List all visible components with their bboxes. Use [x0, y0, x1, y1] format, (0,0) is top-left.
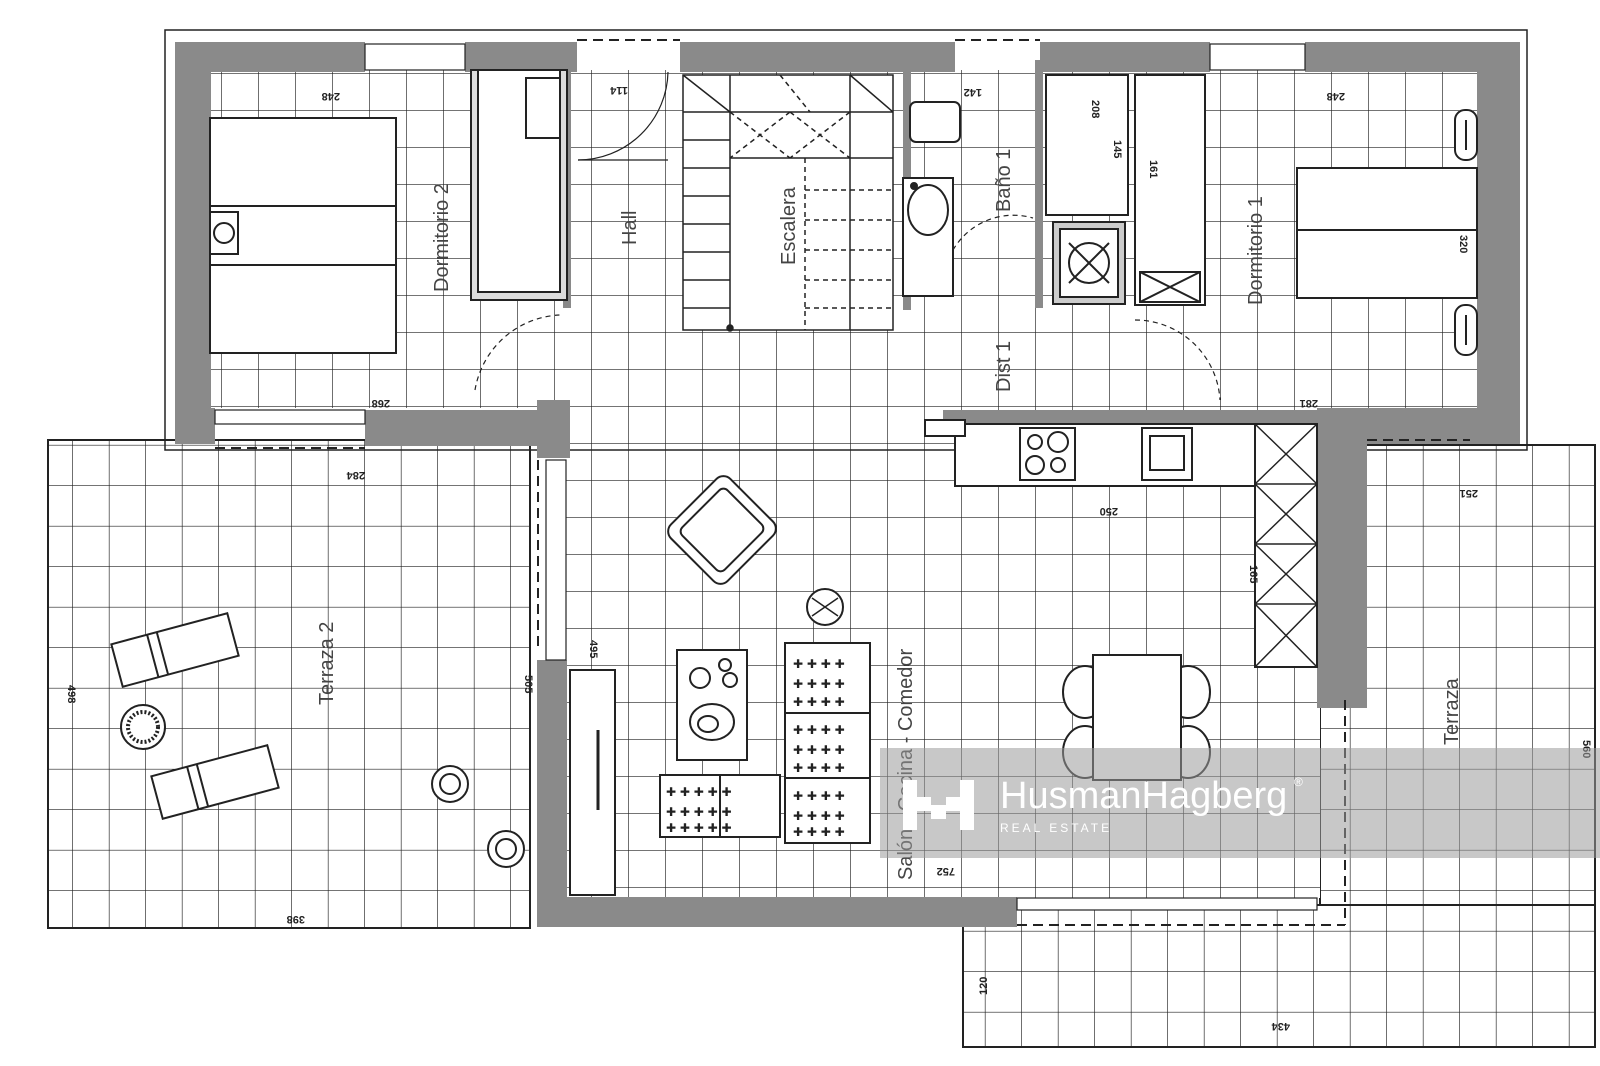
sunbed-1: [110, 611, 240, 689]
dim-salon-bottom: 752: [937, 865, 955, 877]
dist-1-fixtures: [1045, 74, 1221, 401]
dim-v320: 320: [1457, 235, 1469, 253]
toilet: [909, 101, 961, 143]
dim-front-bottom: 434: [1271, 1020, 1290, 1032]
svg-text:✚ ✚ ✚ ✚: ✚ ✚ ✚ ✚: [793, 695, 845, 709]
label-terraza: Terraza: [1441, 677, 1463, 745]
kitchen-tall-unit: [1254, 423, 1318, 668]
dim-v165: 165: [1247, 565, 1259, 583]
dim-v161: 161: [1147, 160, 1159, 178]
svg-text:✚ ✚ ✚ ✚: ✚ ✚ ✚ ✚: [793, 677, 845, 691]
watermark-registered: ®: [1294, 775, 1303, 789]
dim-v498: 498: [65, 685, 77, 703]
dim-top-right: 248: [1327, 90, 1345, 102]
dim-terr2-top: 284: [346, 469, 365, 481]
dim-bath-top: 142: [964, 86, 982, 98]
dim-top-left: 248: [322, 90, 340, 102]
label-dormitorio-2: Dormitorio 2: [431, 183, 453, 292]
dim-terr2-bottom: 398: [287, 913, 305, 925]
closet-dist: [1134, 74, 1206, 306]
window-frames: [214, 43, 1318, 911]
dim-v145: 145: [1111, 140, 1123, 158]
label-dormitorio-1: Dormitorio 1: [1245, 196, 1267, 305]
svg-text:✚ ✚ ✚ ✚ ✚: ✚ ✚ ✚ ✚ ✚: [666, 821, 732, 835]
label-terraza-2: Terraza 2: [316, 622, 338, 705]
dim-v120: 120: [978, 977, 990, 995]
bed-dormitorio-2: [209, 117, 397, 354]
living-furniture: [569, 475, 871, 896]
staircase: [682, 74, 894, 332]
label-hall: Hall: [619, 211, 641, 245]
washbasin: [907, 184, 949, 236]
kitchen: [924, 419, 1318, 668]
dormitorio-1-furniture: [1296, 109, 1478, 356]
bed-dormitorio-1: [1296, 167, 1478, 299]
coffee-table: [676, 649, 748, 761]
dim-dorm1-bottom: 281: [1300, 397, 1318, 409]
dim-hall: 114: [609, 84, 628, 96]
svg-text:✚ ✚ ✚ ✚: ✚ ✚ ✚ ✚: [793, 743, 845, 757]
walls: [175, 42, 1520, 927]
washing-machine: [1045, 74, 1129, 216]
hall-door: [474, 71, 669, 391]
label-escalera: Escalera: [778, 186, 800, 265]
sunbed-2: [150, 743, 280, 821]
watermark-brand: HusmanHagberg: [1000, 775, 1287, 817]
label-dist-1: Dist 1: [993, 341, 1015, 392]
svg-text:✚ ✚ ✚ ✚: ✚ ✚ ✚ ✚: [793, 825, 845, 839]
outer-outline: [164, 29, 1528, 451]
svg-text:✚ ✚ ✚ ✚: ✚ ✚ ✚ ✚: [793, 761, 845, 775]
watermark-band-right: [1300, 748, 1600, 858]
sofa: [784, 642, 871, 844]
dim-top-a: 208: [1089, 100, 1101, 118]
dim-v495: 495: [587, 640, 599, 658]
tv-unit: [569, 669, 616, 896]
watermark-sub: REAL ESTATE: [1000, 821, 1112, 835]
terraza-2-area: [47, 439, 531, 929]
svg-text:✚ ✚ ✚ ✚: ✚ ✚ ✚ ✚: [793, 789, 845, 803]
dim-terr-right-top: 251: [1460, 487, 1478, 499]
terraza-front-area: [962, 904, 1596, 1048]
bano-1-fixtures: [902, 101, 1034, 297]
terraza-2-furniture: [110, 611, 525, 868]
dimension-labels: 248 114 142 208 248 145 161 320 268 281 …: [65, 84, 1592, 1032]
dim-kitchen: 250: [1100, 505, 1118, 517]
label-bano-1: Baño 1: [993, 149, 1015, 212]
watermark-logo-icon: [903, 780, 974, 830]
svg-text:✚ ✚ ✚ ✚: ✚ ✚ ✚ ✚: [793, 723, 845, 737]
svg-text:✚ ✚ ✚ ✚ ✚: ✚ ✚ ✚ ✚ ✚: [666, 785, 732, 799]
dim-v505: 505: [522, 675, 534, 693]
cushion-pattern: ✚ ✚ ✚ ✚ ✚ ✚ ✚ ✚ ✚ ✚ ✚ ✚ ✚ ✚ ✚ ✚ ✚ ✚ ✚ ✚ ✚ ✚ …: [666, 657, 845, 839]
dormitorio-2-furniture: [209, 69, 568, 354]
svg-text:✚ ✚ ✚ ✚ ✚: ✚ ✚ ✚ ✚ ✚: [666, 805, 732, 819]
svg-text:✚ ✚ ✚ ✚: ✚ ✚ ✚ ✚: [793, 809, 845, 823]
dim-dorm2-bottom: 268: [372, 397, 390, 409]
svg-text:✚ ✚ ✚ ✚: ✚ ✚ ✚ ✚: [793, 657, 845, 671]
